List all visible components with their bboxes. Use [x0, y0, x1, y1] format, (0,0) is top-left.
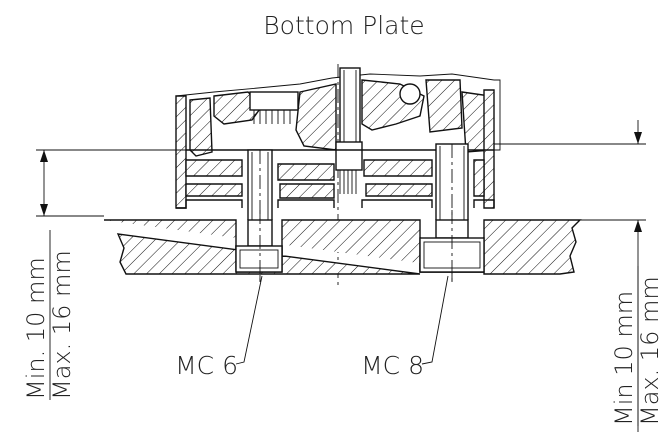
- left-dim-arrow-top: [40, 150, 48, 162]
- bottom-plate-section: [104, 219, 582, 275]
- assembly-bottom-edge: [176, 199, 495, 209]
- left-socket-front: [239, 249, 279, 269]
- mc6-leader-line: [235, 275, 263, 365]
- center-left-layer-2: [279, 183, 335, 199]
- bottom-plate: [104, 210, 582, 284]
- contact-housing: [335, 141, 363, 171]
- left-housing-wall: [175, 95, 187, 209]
- central-left-housing: [295, 83, 337, 151]
- right-dim-max: Max. 16 mm: [636, 276, 664, 426]
- right-dim-arrow-top: [634, 132, 642, 144]
- center-right-layer-2: [365, 183, 433, 197]
- mc8-label: MC 8: [361, 351, 424, 380]
- right-dim-min: Min 10 mm: [610, 291, 638, 426]
- left-mid-layer-1: [185, 159, 243, 177]
- upper-assembly: [175, 67, 501, 209]
- mc6-label: MC 6: [175, 351, 238, 380]
- left-mid-layer-2: [185, 183, 243, 197]
- drawing-title: Bottom Plate: [263, 11, 424, 40]
- left-dim-min: Min. 10 mm: [22, 257, 50, 400]
- left-dim-arrow-bottom: [40, 204, 48, 216]
- left-housing-block: [189, 97, 213, 157]
- connector-block: [249, 91, 299, 111]
- assembly-top-outline: [175, 73, 495, 97]
- right-mid-layer: [473, 159, 485, 197]
- right-top-seal: [399, 83, 421, 105]
- left-dimension: [36, 149, 186, 217]
- left-dim-max: Max. 16 mm: [48, 250, 76, 400]
- middle-layers: [176, 141, 495, 209]
- right-housing-wall: [483, 89, 495, 209]
- spring-contacts: [339, 170, 357, 194]
- right-dim-label: Min 10 mm Max. 16 mm: [610, 266, 664, 426]
- center-right-layer: [363, 159, 433, 177]
- center-left-layer: [277, 163, 335, 181]
- left-dim-label: Min. 10 mm Max. 16 mm: [22, 230, 76, 400]
- mc8-leader-line: [421, 275, 449, 365]
- right-upper-block: [425, 79, 463, 133]
- connector-pins: [253, 110, 291, 124]
- right-dim-arrow-bottom: [634, 220, 642, 232]
- right-outer-lip: [494, 79, 501, 151]
